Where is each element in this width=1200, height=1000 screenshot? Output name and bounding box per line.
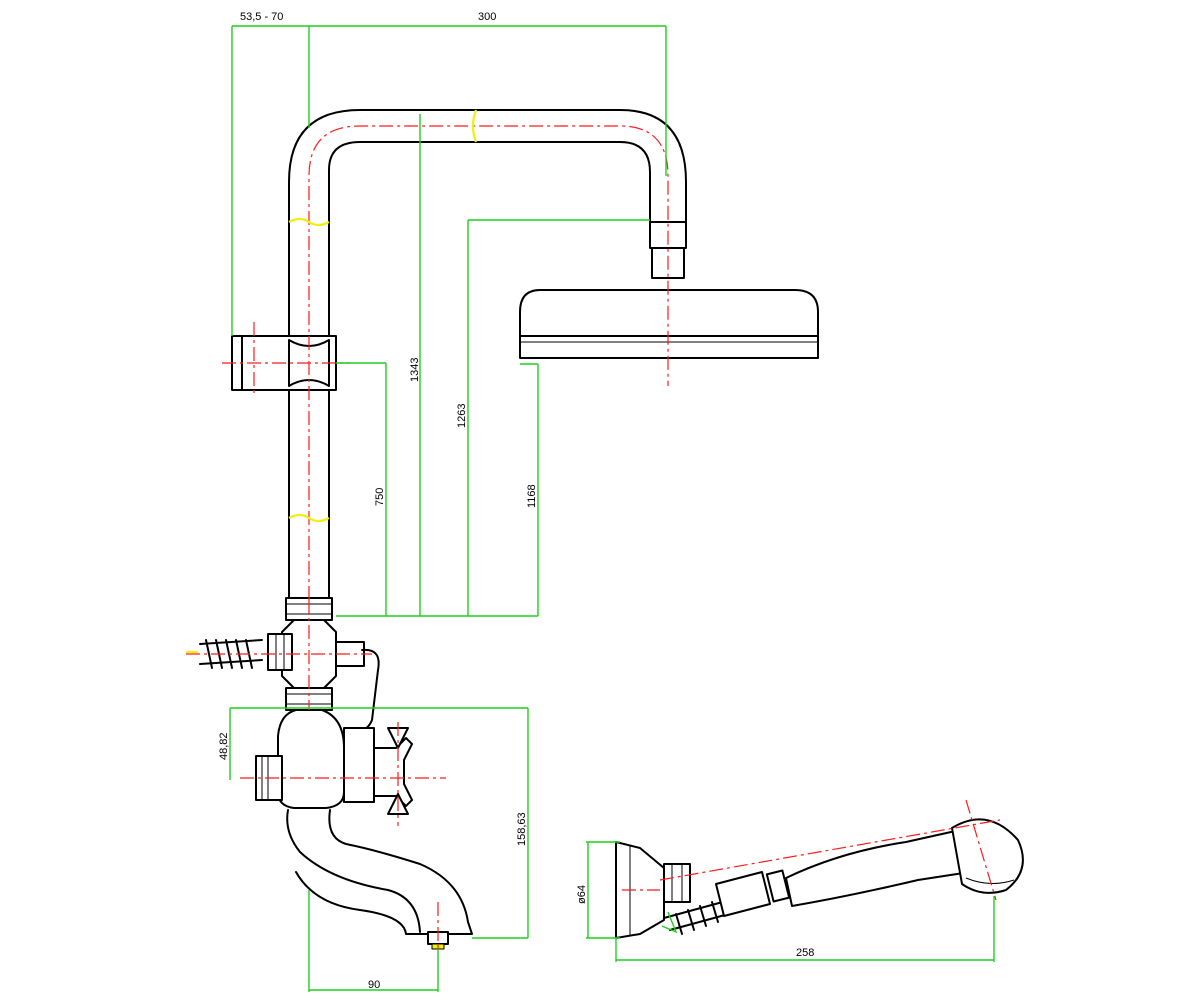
dim-spout-reach: 90 xyxy=(368,979,380,991)
shower-head xyxy=(519,289,819,337)
handle-grip xyxy=(785,829,971,907)
mixer-body xyxy=(277,709,345,809)
riser-arm-outer xyxy=(288,109,687,601)
break-marks xyxy=(186,109,478,654)
hand-shower-face xyxy=(965,877,1015,884)
break-mark xyxy=(471,109,478,143)
break-mark xyxy=(288,513,330,523)
dimension-lines xyxy=(229,25,995,992)
dim-handshower-diameter: ø64 xyxy=(576,885,588,904)
centerlines xyxy=(186,125,1001,948)
dim-arm-reach: 300 xyxy=(478,11,496,23)
hand-hose-coil xyxy=(675,901,719,935)
hose-outlet xyxy=(267,633,293,671)
hand-shower-head xyxy=(951,818,1024,894)
shower-column xyxy=(231,109,819,621)
break-mark xyxy=(288,217,330,227)
valve-bonnet xyxy=(343,727,375,803)
bracket-nut xyxy=(663,863,691,903)
dim-face-height: 1168 xyxy=(526,484,538,508)
hand-head-axis xyxy=(965,799,997,901)
dim-head-height: 1263 xyxy=(456,404,468,428)
spout-outer xyxy=(295,809,473,935)
spout-outer-top xyxy=(286,809,421,933)
hand-shower-axis xyxy=(659,819,1001,881)
handle-ring xyxy=(765,869,791,903)
cross-handle xyxy=(373,737,413,807)
hs-angle-arrow xyxy=(661,911,678,934)
shower-head-face xyxy=(519,335,819,359)
handle-cone xyxy=(715,871,771,917)
dim-total-height: 1343 xyxy=(409,358,421,382)
riser-arm-inner xyxy=(328,141,651,601)
dim-spout-height: 158,63 xyxy=(516,812,528,846)
dim-mixer-offset: 48,82 xyxy=(218,732,230,760)
dimension-labels: 53,5 - 70 300 1343 1263 1168 750 48,82 1… xyxy=(218,11,814,991)
dim-wall-offset: 53,5 - 70 xyxy=(240,11,283,23)
hand-shower xyxy=(615,818,1024,939)
dim-handshower-length: 258 xyxy=(796,947,814,959)
column-centerline xyxy=(308,125,669,600)
dim-holder-height: 750 xyxy=(374,488,386,506)
bath-mixer xyxy=(199,619,473,950)
